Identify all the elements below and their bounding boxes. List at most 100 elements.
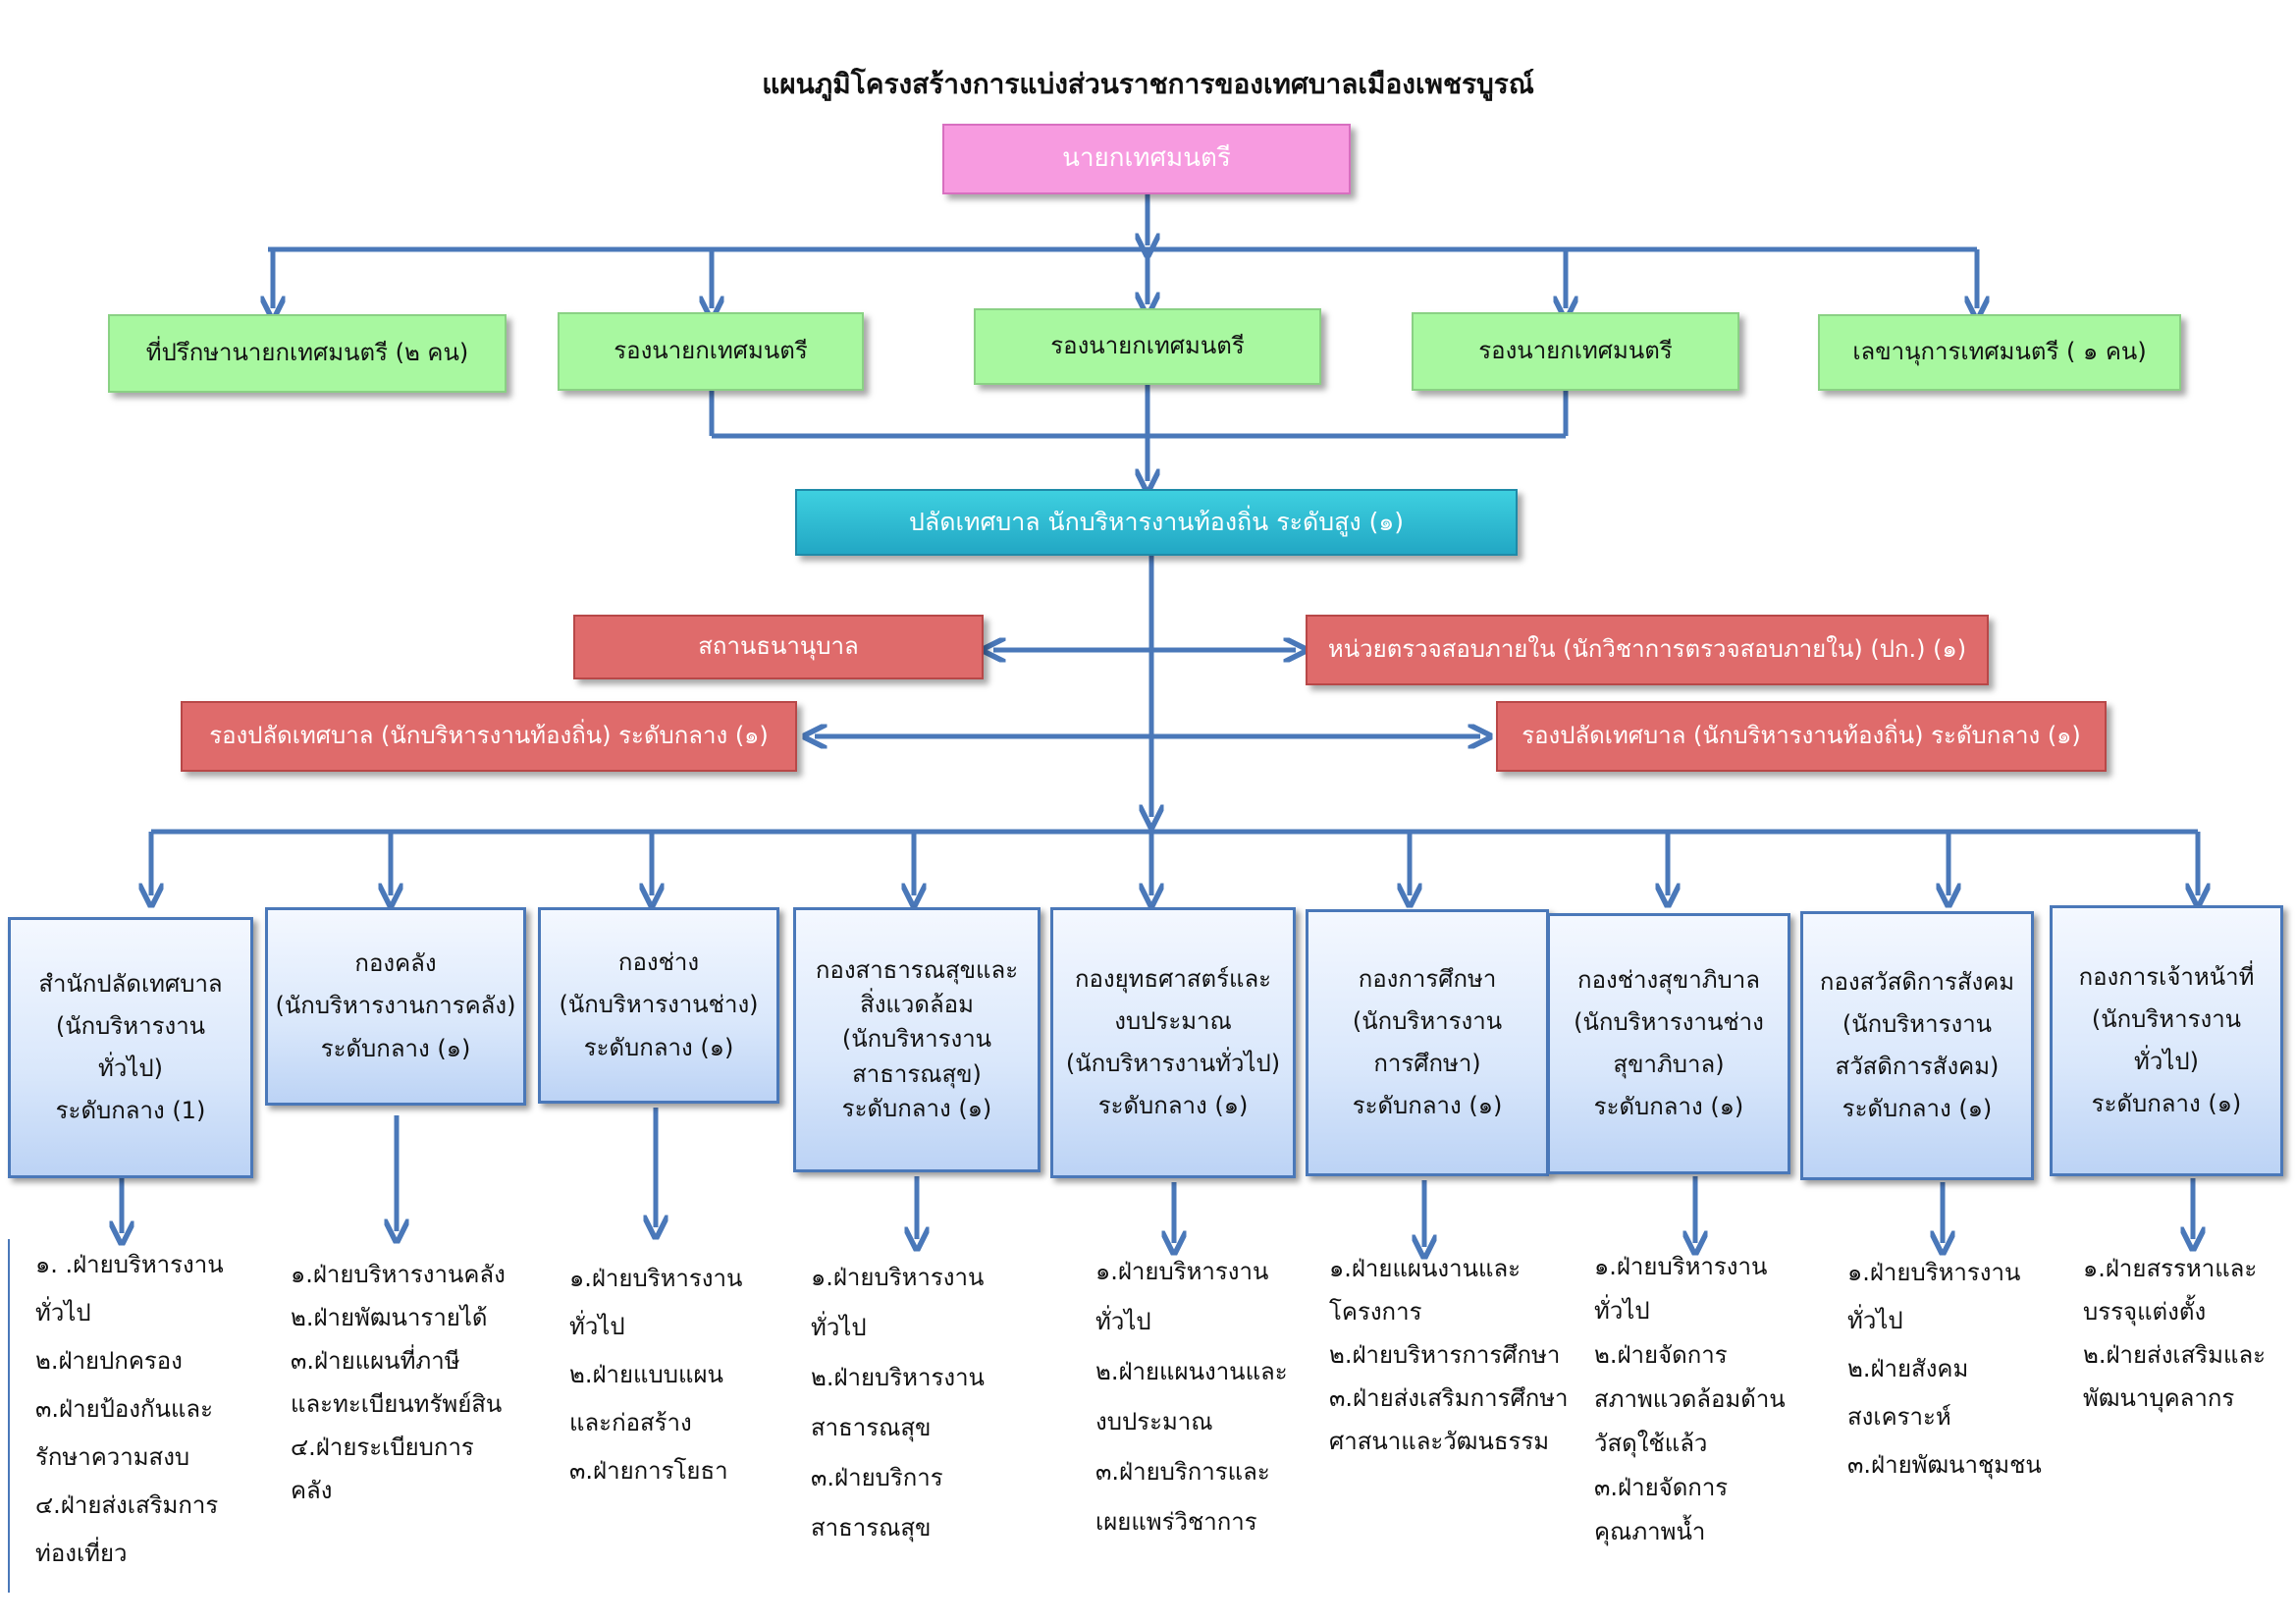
unit-item: ๓.ฝ่ายพัฒนาชุมชน	[1847, 1451, 2042, 1479]
division-level: ระดับกลาง (๑)	[583, 1033, 734, 1061]
division-line: ทั่วไป)	[98, 1055, 163, 1082]
division-title: กองยุทธศาสตร์และ	[1074, 964, 1272, 993]
unit-item: และก่อสร้าง	[569, 1409, 692, 1436]
unit-item: รักษาความสงบ	[35, 1443, 190, 1471]
nursery-box: สถานธนานุบาล	[573, 615, 984, 679]
division-box: กองการศึกษา (นักบริหารงาน การศึกษา) ระดั…	[1306, 909, 1549, 1176]
mayor-box: นายกเทศมนตรี	[942, 124, 1351, 194]
unit-item: ๓.ฝ่ายบริการและ	[1095, 1458, 1270, 1486]
unit-list: ๑.ฝ่ายแผนงานและ โครงการ ๒.ฝ่ายบริหารการศ…	[1329, 1247, 1569, 1463]
unit-item: ๓.ฝ่ายป้องกันและ	[35, 1395, 214, 1423]
left-margin-rule	[8, 1239, 10, 1593]
unit-list: ๑.ฝ่ายบริหารงานคลัง ๒.ฝ่ายพัฒนารายได้ ๓.…	[291, 1253, 506, 1512]
division-level: ระดับกลาง (๑)	[841, 1094, 992, 1122]
deputy-clerk-box-left: รองปลัดเทศบาล (นักบริหารงานท้องถิ่น) ระด…	[181, 701, 797, 772]
division-level: ระดับกลาง (๑)	[1593, 1093, 1744, 1121]
unit-item: ๑.ฝ่ายแผนงานและ	[1329, 1255, 1522, 1282]
division-box: กองสาธารณสุขและ สิ่งแวดล้อม (นักบริหารงา…	[793, 907, 1041, 1172]
unit-item: ๒.ฝ่ายบริหารงาน	[811, 1364, 985, 1391]
division-level: ระดับกลาง (๑)	[1842, 1095, 1993, 1123]
unit-item: ๓.ฝ่ายส่งเสริมการศึกษา	[1329, 1384, 1569, 1412]
unit-item: สภาพแวดล้อมด้าน	[1594, 1385, 1786, 1413]
internal-audit-box: หน่วยตรวจสอบภายใน (นักวิชาการตรวจสอบภายใ…	[1306, 615, 1989, 685]
unit-item: ๑. .ฝ่ายบริหารงาน	[35, 1251, 224, 1278]
unit-item: ๒.ฝ่ายปกครอง	[35, 1347, 183, 1375]
division-title: กองสวัสดิการสังคม	[1819, 967, 2015, 996]
secretary-box: เลขานุการเทศมนตรี ( ๑ คน)	[1818, 314, 2181, 391]
division-line: (นักบริหารงาน	[1842, 1009, 1993, 1038]
unit-item: โครงการ	[1329, 1298, 1422, 1326]
unit-item: ทั่วไป	[569, 1313, 625, 1340]
unit-item: สาธารณสุข	[811, 1514, 932, 1542]
division-line: (นักบริหารงาน	[55, 1011, 206, 1040]
unit-item: วัสดุใช้แล้ว	[1594, 1430, 1708, 1457]
division-line: (นักบริหารงาน	[2091, 1004, 2242, 1033]
unit-item: ท่องเที่ยว	[35, 1540, 128, 1567]
unit-list: ๑.ฝ่ายสรรหาและ บรรจุแต่งตั้ง ๒.ฝ่ายส่งเส…	[2083, 1247, 2266, 1420]
division-line: สิ่งแวดล้อม	[860, 991, 974, 1019]
unit-item: สาธารณสุข	[811, 1414, 932, 1441]
division-box: กองการเจ้าหน้าที่ (นักบริหารงาน ทั่วไป) …	[2050, 905, 2283, 1176]
division-title: กองสาธารณสุขและ	[815, 956, 1019, 985]
unit-item: ๑.ฝ่ายบริหารงานคลัง	[291, 1261, 506, 1288]
division-title: กองคลัง	[354, 949, 437, 978]
unit-item: ๓.ฝ่ายการโยธา	[569, 1457, 728, 1485]
division-line: (นักบริหารงานช่าง	[1574, 1007, 1764, 1036]
unit-item: คุณภาพน้ำ	[1594, 1518, 1706, 1545]
unit-item: งบประมาณ	[1095, 1408, 1213, 1435]
unit-item: ทั่วไป	[811, 1314, 867, 1341]
division-level: ระดับกลาง (๑)	[1352, 1092, 1503, 1120]
deputy-mayor-box: รองนายกเทศมนตรี	[1412, 312, 1739, 391]
chart-title: แผนภูมิโครงสร้างการแบ่งส่วนราชการของเทศบ…	[762, 68, 1534, 100]
division-line: สาธารณสุข)	[852, 1059, 982, 1088]
division-box: กองสวัสดิการสังคม (นักบริหารงาน สวัสดิกา…	[1800, 911, 2034, 1180]
division-level: ระดับกลาง (๑)	[320, 1034, 471, 1062]
unit-item: ๓.ฝ่ายแผนที่ภาษี	[291, 1347, 460, 1375]
division-line: (นักบริหารงาน	[841, 1025, 992, 1054]
division-line: (นักบริหารงานทั่วไป)	[1065, 1050, 1281, 1077]
unit-item: ๑.ฝ่ายบริหารงาน	[1095, 1258, 1269, 1285]
division-box: กองช่าง (นักบริหารงานช่าง) ระดับกลาง (๑)	[538, 907, 779, 1104]
division-line: สวัสดิการสังคม)	[1835, 1053, 2000, 1080]
deputy-clerk-box-right: รองปลัดเทศบาล (นักบริหารงานท้องถิ่น) ระด…	[1496, 701, 2107, 772]
unit-item: คลัง	[291, 1477, 333, 1504]
unit-item: พัฒนาบุคลากร	[2083, 1384, 2235, 1412]
division-title: กองช่าง	[617, 948, 700, 977]
unit-item: ๒.ฝ่ายพัฒนารายได้	[291, 1304, 488, 1331]
division-title: กองการเจ้าหน้าที่	[2078, 962, 2255, 991]
division-title: กองการศึกษา	[1358, 964, 1497, 993]
division-line: สุขาภิบาล)	[1613, 1051, 1725, 1078]
unit-item: ๒.ฝ่ายบริหารการศึกษา	[1329, 1341, 1561, 1369]
unit-item: ๓.ฝ่ายจัดการ	[1594, 1474, 1729, 1501]
division-level: ระดับกลาง (๑)	[2091, 1090, 2242, 1118]
unit-item: ๑.ฝ่ายบริหารงาน	[811, 1264, 985, 1291]
unit-item: ทั่วไป	[1594, 1297, 1650, 1325]
division-box: กองคลัง (นักบริหารงานการคลัง) ระดับกลาง …	[265, 907, 526, 1106]
advisor-box: ที่ปรึกษานายกเทศมนตรี (๒ คน)	[108, 314, 507, 393]
unit-list: ๑.ฝ่ายบริหารงาน ทั่วไป ๒.ฝ่ายจัดการ สภาพ…	[1594, 1245, 1786, 1554]
unit-list: ๑. .ฝ่ายบริหารงาน ทั่วไป ๒.ฝ่ายปกครอง ๓.…	[35, 1241, 224, 1578]
unit-list: ๑.ฝ่ายบริหารงาน ทั่วไป ๒.ฝ่ายแผนงานและ ง…	[1095, 1247, 1288, 1547]
unit-item: ๒.ฝ่ายส่งเสริมและ	[2083, 1341, 2267, 1369]
division-level: ระดับกลาง (๑)	[1097, 1092, 1249, 1120]
deputy-mayor-box: รองนายกเทศมนตรี	[558, 312, 864, 391]
division-line: การศึกษา)	[1373, 1050, 1481, 1077]
division-box: กองยุทธศาสตร์และ งบประมาณ (นักบริหารงานท…	[1050, 907, 1296, 1178]
unit-item: บรรจุแต่งตั้ง	[2083, 1298, 2207, 1326]
unit-item: ๒.ฝ่ายแบบแผน	[569, 1361, 723, 1388]
unit-item: ๑.ฝ่ายบริหารงาน	[1847, 1259, 2021, 1286]
division-level: ระดับกลาง (1)	[55, 1097, 206, 1125]
division-line: (นักบริหารงานช่าง)	[559, 991, 759, 1019]
unit-item: ๓.ฝ่ายบริการ	[811, 1464, 943, 1491]
division-line: งบประมาณ	[1114, 1006, 1232, 1035]
unit-item: ทั่วไป	[35, 1299, 91, 1326]
unit-list: ๑.ฝ่ายบริหารงาน ทั่วไป ๒.ฝ่ายแบบแผน และก…	[569, 1255, 742, 1495]
unit-item: สงเคราะห์	[1847, 1403, 1951, 1431]
division-box: กองช่างสุขาภิบาล (นักบริหารงานช่าง สุขาภ…	[1547, 913, 1790, 1174]
unit-item: เผยแพร่วิชาการ	[1095, 1508, 1257, 1536]
division-line: ทั่วไป)	[2134, 1048, 2199, 1075]
unit-item: ๒.ฝ่ายแผนงานและ	[1095, 1358, 1288, 1385]
unit-item: และทะเบียนทรัพย์สิน	[291, 1390, 503, 1418]
division-line: (นักบริหารงานการคลัง)	[275, 992, 516, 1020]
